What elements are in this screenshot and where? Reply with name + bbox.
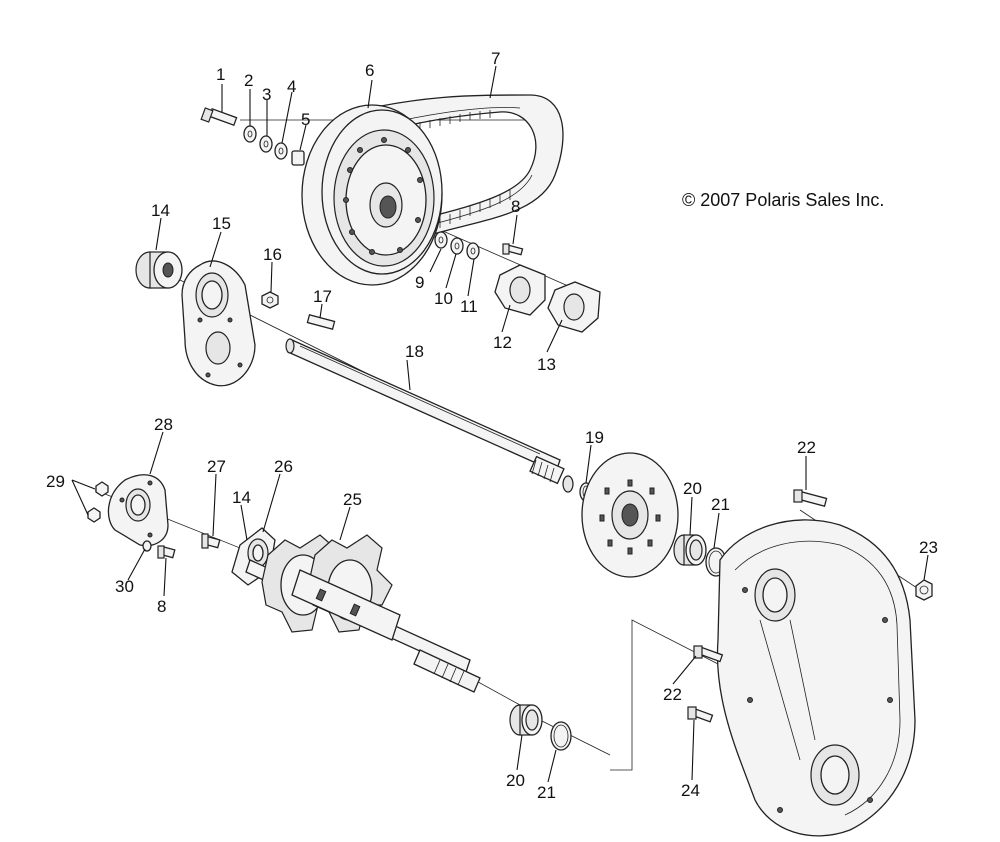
washer-part-3 bbox=[259, 135, 273, 153]
callout-25: 25 bbox=[343, 490, 362, 509]
bolt-part-1 bbox=[200, 107, 238, 127]
washer-part-30 bbox=[142, 540, 152, 552]
callout-16: 16 bbox=[263, 245, 282, 264]
nut-part-16 bbox=[261, 291, 279, 309]
callout-26: 26 bbox=[274, 457, 293, 476]
callout-21-lower: 21 bbox=[537, 783, 556, 802]
callout-10: 10 bbox=[434, 289, 453, 308]
callout-20-lower: 20 bbox=[506, 771, 525, 790]
bearing-bracket-part-15 bbox=[181, 260, 256, 387]
washer-part-9 bbox=[434, 231, 448, 249]
copyright-text: © 2007 Polaris Sales Inc. bbox=[682, 190, 884, 210]
callout-13: 13 bbox=[537, 355, 556, 374]
brake-disc bbox=[581, 452, 679, 578]
callout-8-upper: 8 bbox=[511, 197, 520, 216]
callout-23: 23 bbox=[919, 538, 938, 557]
callout-24: 24 bbox=[681, 781, 700, 800]
washer-part-10 bbox=[450, 237, 464, 255]
callout-8-lower: 8 bbox=[157, 597, 166, 616]
drive-sprocket-shaft-part-25 bbox=[245, 534, 481, 693]
washer-part-4 bbox=[274, 142, 288, 160]
bearing-part-14-upper bbox=[135, 251, 183, 289]
leader-lines bbox=[71, 65, 929, 783]
callout-29: 29 bbox=[46, 472, 65, 491]
callout-14-upper: 14 bbox=[151, 201, 170, 220]
nut-part-29-upper bbox=[95, 481, 109, 497]
bolt-part-22-upper bbox=[793, 489, 828, 508]
callout-3: 3 bbox=[262, 85, 271, 104]
flange-plate-part-28 bbox=[107, 474, 169, 547]
callout-4: 4 bbox=[287, 77, 296, 96]
o-ring-part-21-lower bbox=[550, 721, 572, 751]
flange-plate-part-13 bbox=[547, 281, 601, 333]
bearing-part-20-upper bbox=[673, 534, 707, 566]
bushing-part-5 bbox=[291, 150, 305, 166]
driven-pulley-part-6 bbox=[301, 104, 443, 286]
callout-6: 6 bbox=[365, 61, 374, 80]
callout-17: 17 bbox=[313, 287, 332, 306]
callout-7: 7 bbox=[491, 49, 500, 68]
callout-5: 5 bbox=[301, 110, 310, 129]
callout-19: 19 bbox=[585, 428, 604, 447]
callout-labels: 1 2 3 4 5 6 7 8 9 10 11 12 13 14 15 16 1… bbox=[46, 49, 938, 802]
drive-shaft-part-18 bbox=[285, 338, 574, 493]
callout-30: 30 bbox=[115, 577, 134, 596]
callout-12: 12 bbox=[493, 333, 512, 352]
callout-14-lower: 14 bbox=[232, 488, 251, 507]
bolt-part-24 bbox=[687, 706, 714, 723]
bearing-part-20-lower bbox=[509, 704, 543, 736]
callout-20-upper: 20 bbox=[683, 479, 702, 498]
washer-part-2 bbox=[243, 125, 257, 143]
bolt-part-8-lower bbox=[157, 545, 176, 559]
callout-21-upper: 21 bbox=[711, 495, 730, 514]
bolt-part-22-lower bbox=[693, 645, 724, 663]
nut-part-29-lower bbox=[87, 507, 101, 523]
callout-22-lower: 22 bbox=[663, 685, 682, 704]
callout-2: 2 bbox=[244, 71, 253, 90]
chaincase-housing bbox=[716, 519, 916, 837]
bolt-part-27 bbox=[201, 533, 221, 549]
callout-27: 27 bbox=[207, 457, 226, 476]
callout-11: 11 bbox=[460, 297, 478, 316]
flange-plate-part-12 bbox=[494, 264, 546, 316]
callout-28: 28 bbox=[154, 415, 173, 434]
bolt-part-8-upper bbox=[502, 243, 524, 256]
washer-part-11 bbox=[466, 242, 480, 260]
callout-18: 18 bbox=[405, 342, 424, 361]
callout-1: 1 bbox=[216, 65, 225, 84]
callout-9: 9 bbox=[415, 273, 424, 292]
callout-22-upper: 22 bbox=[797, 438, 816, 457]
callout-15: 15 bbox=[212, 214, 231, 233]
nut-part-23 bbox=[915, 579, 933, 601]
key-part-17 bbox=[306, 313, 336, 331]
